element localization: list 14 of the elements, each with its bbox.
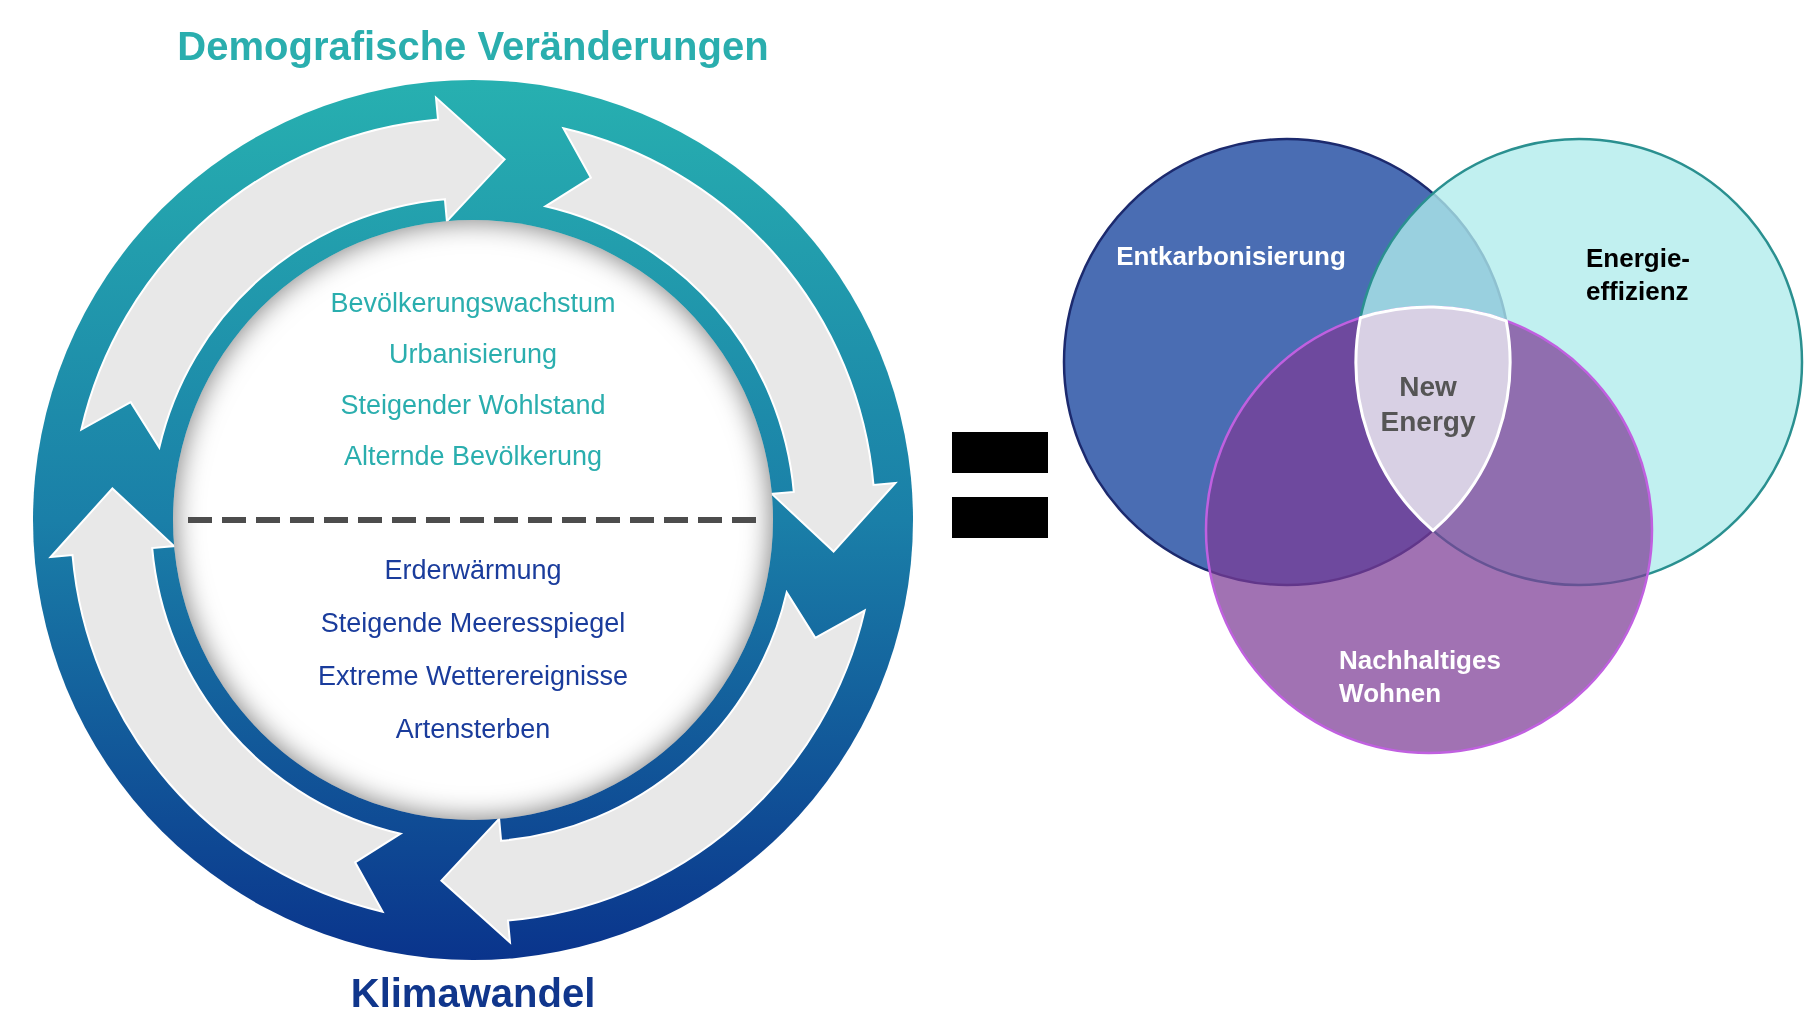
list-item-text: Artensterben (395, 713, 551, 745)
list-item-text: Extreme Wetterereignisse (317, 660, 629, 692)
list-item-text: Bevölkerungswachstum (330, 287, 616, 319)
list-item-text: Urbanisierung (388, 338, 558, 370)
list-item-text: Steigende Meeresspiegel (320, 607, 626, 639)
intersection-label: New Energy (1380, 370, 1476, 439)
circle-label: Entkarbonisierung (1116, 239, 1346, 273)
list-item-text: Erderwärmung (384, 554, 562, 586)
circle-label: Energie-effizienz (1586, 241, 1690, 307)
ring-title: Demografische Veränderungen (177, 23, 769, 69)
circle-label: Nachhaltiges Wohnen (1339, 643, 1501, 709)
list-item-text: Steigender Wohlstand (340, 389, 606, 421)
ring-title: Klimawandel (350, 970, 596, 1016)
list-item-text: Alternde Bevölkerung (343, 440, 603, 472)
